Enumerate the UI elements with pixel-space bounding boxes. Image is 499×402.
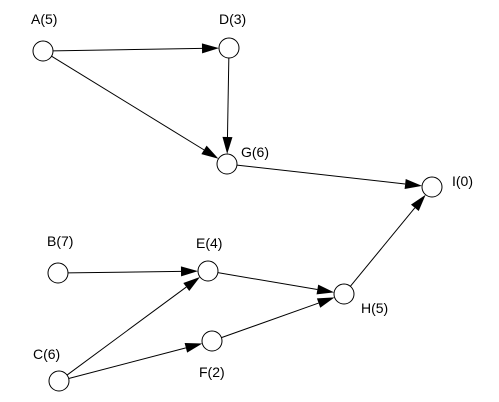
node-g: G(6) bbox=[216, 144, 269, 175]
arrowhead bbox=[183, 276, 200, 292]
arrowhead bbox=[201, 145, 219, 159]
node-e: E(4) bbox=[196, 235, 222, 282]
arrowhead bbox=[180, 266, 199, 277]
node-circle bbox=[47, 262, 69, 284]
edge-line bbox=[51, 55, 205, 151]
node-f: F(2) bbox=[199, 330, 225, 380]
node-circle bbox=[201, 330, 223, 352]
edge-h-i bbox=[349, 194, 426, 287]
nodes-layer: A(5) D(3) G(6) I(0) B(7) E(4) H(5) C(6) F(2) bbox=[31, 11, 473, 392]
node-label: B(7) bbox=[47, 233, 73, 249]
edge-f-h bbox=[221, 297, 335, 339]
arrowhead bbox=[316, 297, 335, 308]
node-circle bbox=[216, 153, 238, 175]
edge-line bbox=[68, 347, 187, 379]
edge-line bbox=[221, 302, 319, 339]
node-circle bbox=[197, 260, 219, 282]
node-d: D(3) bbox=[218, 11, 246, 59]
node-label: E(4) bbox=[196, 235, 222, 251]
arrowhead bbox=[184, 342, 203, 353]
node-label: A(5) bbox=[31, 11, 57, 27]
node-a: A(5) bbox=[31, 11, 57, 62]
node-circle bbox=[32, 40, 54, 62]
node-circle bbox=[48, 370, 70, 392]
node-label: I(0) bbox=[452, 173, 473, 189]
node-circle bbox=[333, 283, 355, 305]
edge-a-g bbox=[51, 55, 219, 159]
arrowhead bbox=[410, 194, 426, 212]
edge-b-e bbox=[67, 266, 199, 277]
edge-d-g bbox=[222, 57, 233, 155]
edge-g-i bbox=[236, 164, 423, 189]
edge-line bbox=[52, 47, 203, 52]
arrowhead bbox=[222, 136, 233, 155]
edge-line bbox=[226, 57, 230, 138]
edge-line bbox=[236, 164, 406, 185]
node-label: C(6) bbox=[33, 346, 60, 362]
edge-c-e bbox=[66, 276, 200, 376]
edge-c-f bbox=[68, 342, 203, 379]
edge-line bbox=[349, 207, 416, 287]
edge-line bbox=[67, 270, 182, 274]
arrowhead bbox=[316, 284, 335, 295]
node-h: H(5) bbox=[333, 283, 388, 316]
node-label: F(2) bbox=[199, 364, 225, 380]
node-i: I(0) bbox=[421, 173, 473, 198]
node-label: D(3) bbox=[219, 11, 246, 27]
edge-line bbox=[217, 272, 318, 290]
edge-line bbox=[66, 286, 187, 376]
node-label: G(6) bbox=[241, 144, 269, 160]
edge-e-h bbox=[217, 272, 335, 295]
node-label: H(5) bbox=[361, 300, 388, 316]
edge-a-d bbox=[52, 43, 220, 54]
node-circle bbox=[421, 176, 443, 198]
arrowhead bbox=[201, 43, 220, 54]
arrowhead bbox=[404, 179, 423, 189]
node-circle bbox=[218, 37, 240, 59]
node-c: C(6) bbox=[33, 346, 70, 392]
edges-layer bbox=[51, 43, 426, 379]
node-b: B(7) bbox=[47, 233, 73, 284]
